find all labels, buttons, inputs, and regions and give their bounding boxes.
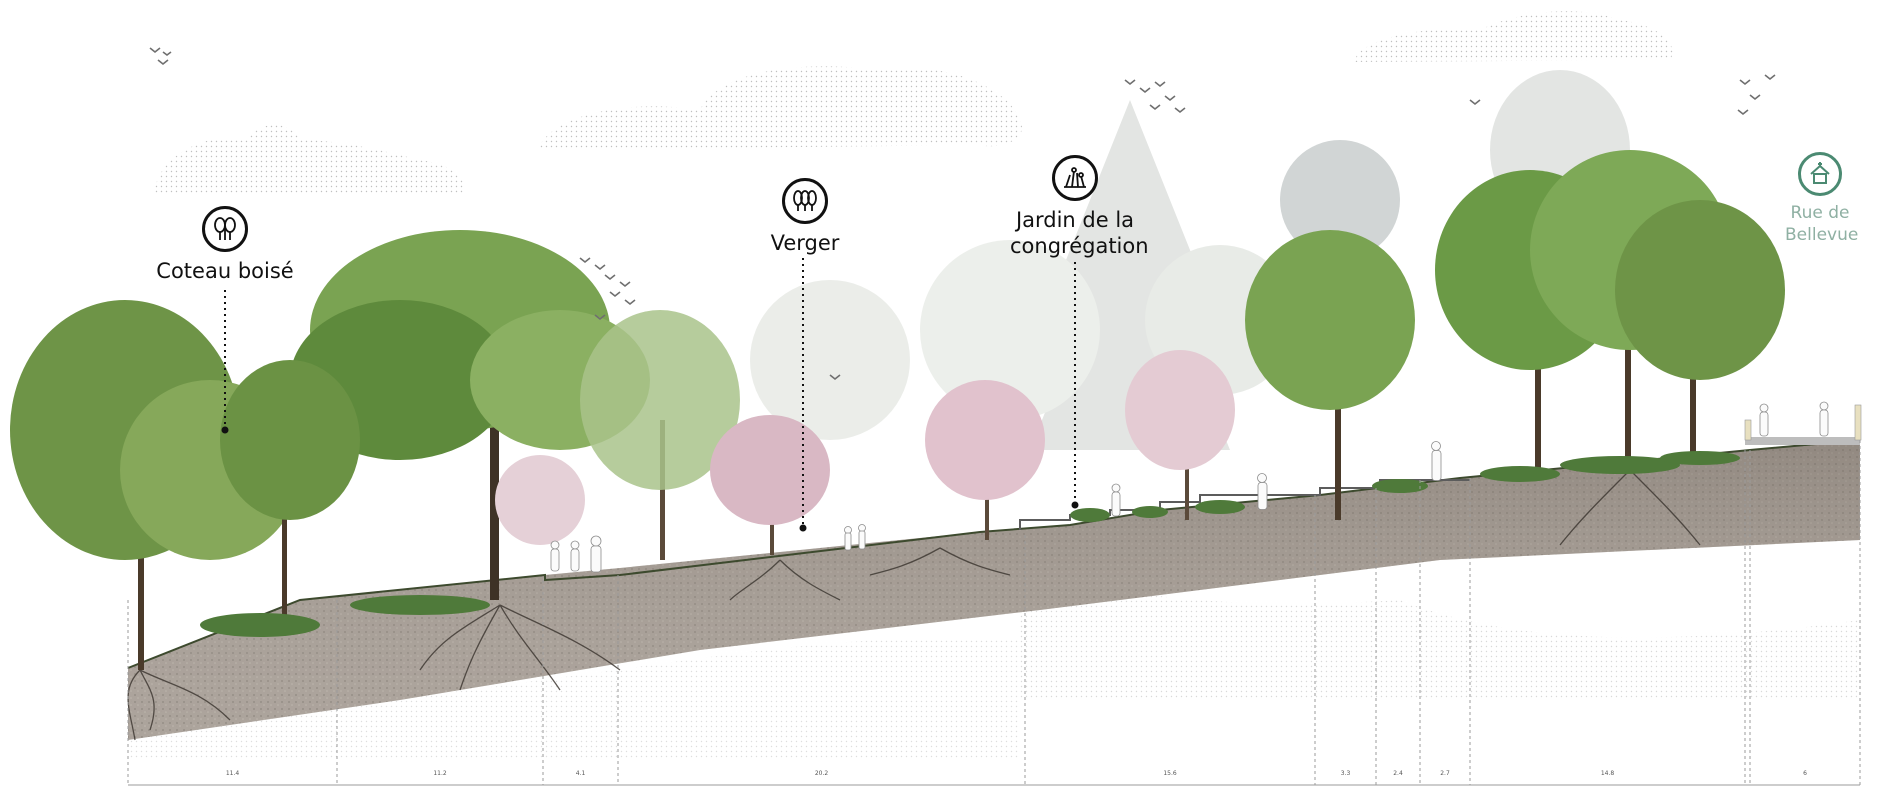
garden-plants-icon bbox=[1052, 155, 1098, 201]
leader-lines bbox=[224, 258, 1076, 525]
zone-name: Jardin de la congrégation bbox=[1010, 208, 1149, 258]
dimension-value: 4.1 bbox=[575, 770, 586, 777]
dimension-value: 11.4 bbox=[225, 770, 240, 777]
dimension-value: 20.2 bbox=[814, 770, 829, 777]
dimension-lines bbox=[127, 440, 1861, 786]
zone-label-coteau-boise: Coteau boisé bbox=[150, 206, 300, 284]
dimension-value: 2.7 bbox=[1440, 770, 1450, 777]
bird-flocks bbox=[149, 47, 1776, 381]
foreground-trees bbox=[10, 150, 1785, 670]
dimension-value: 14.8 bbox=[1600, 770, 1615, 777]
zone-name: Rue de Bellevue bbox=[1785, 203, 1859, 245]
ground-section bbox=[127, 404, 1862, 740]
dimension-value: 6 bbox=[1803, 770, 1807, 777]
leader-dots bbox=[221, 426, 1079, 532]
people-silhouettes bbox=[550, 401, 1829, 573]
zone-name: Verger bbox=[770, 231, 840, 255]
zone-name: Coteau boisé bbox=[156, 259, 294, 283]
tree-roots bbox=[127, 469, 1701, 741]
dimension-value: 11.2 bbox=[433, 770, 447, 777]
shrubs bbox=[200, 451, 1740, 637]
orchard-trees-icon bbox=[782, 178, 828, 224]
dotted-clouds bbox=[130, 11, 1860, 760]
dimension-value: 2.4 bbox=[1393, 770, 1403, 777]
dimension-value: 3.3 bbox=[1340, 770, 1351, 777]
zone-label-verger: Verger bbox=[740, 178, 870, 256]
woodland-trees-icon bbox=[202, 206, 248, 252]
zone-label-rue-de-bellevue: Rue de Bellevue bbox=[1780, 152, 1860, 246]
chapel-icon bbox=[1798, 152, 1842, 196]
dimension-value: 15.6 bbox=[1163, 770, 1177, 777]
zone-label-jardin: Jardin de la congrégation bbox=[1000, 155, 1150, 259]
orchard-trees bbox=[495, 350, 1235, 555]
